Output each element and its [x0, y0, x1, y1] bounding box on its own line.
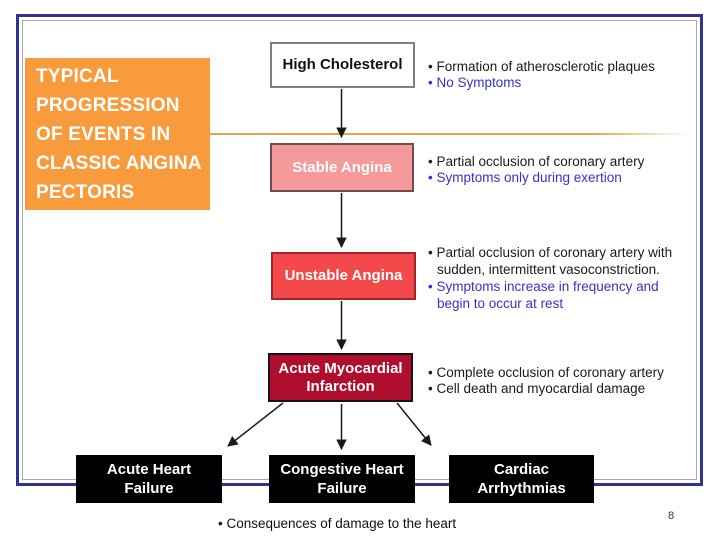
node-stable-angina: Stable Angina [270, 143, 414, 192]
title-line: CLASSIC ANGINA [36, 153, 202, 174]
outcome-cardiac-arrhythmias: Cardiac Arrhythmias [449, 455, 594, 503]
note-line: • Symptoms only during exertion [428, 170, 622, 185]
arrow-ami-to-acute-heart-failure [227, 402, 284, 447]
title-line: OF EVENTS IN [36, 124, 171, 145]
note-line: • Formation of atherosclerotic plaques [428, 59, 655, 74]
outcome-label-line: Congestive Heart [280, 461, 404, 478]
outcome-label-line: Failure [124, 480, 174, 497]
node-label: Stable Angina [292, 158, 392, 176]
title-line: TYPICAL [36, 66, 119, 87]
outcome-congestive-heart-failure: Congestive Heart Failure [269, 455, 415, 503]
outcome-label-line: Cardiac [493, 461, 550, 478]
outcome-label-line: Arrhythmias [477, 480, 566, 497]
node-unstable-angina: Unstable Angina [271, 252, 416, 300]
note-line: • Partial occlusion of coronary artery w… [428, 245, 673, 260]
note-line: • No Symptoms [428, 75, 522, 90]
title-divider-line [206, 133, 690, 135]
note-line: • Partial occlusion of coronary artery [428, 154, 645, 169]
note-line: • Symptoms increase in frequency and [428, 279, 659, 294]
node-label-line: Infarction [306, 377, 375, 395]
node-label: Unstable Angina [284, 267, 403, 284]
notes-acute-myocardial-infarction: • Complete occlusion of coronary artery … [428, 365, 664, 397]
notes-stable-angina: • Partial occlusion of coronary artery •… [428, 154, 644, 186]
note-line: • Cell death and myocardial damage [428, 381, 646, 396]
footer-note: • Consequences of damage to the heart [218, 516, 457, 531]
outcome-label-line: Failure [317, 480, 367, 497]
outcome-acute-heart-failure: Acute Heart Failure [76, 455, 222, 503]
note-line: begin to occur at rest [437, 296, 564, 311]
notes-unstable-angina: • Partial occlusion of coronary artery w… [428, 244, 672, 312]
node-label: High Cholesterol [282, 56, 403, 73]
title-line: PECTORIS [36, 182, 135, 203]
page-number: 8 [668, 510, 675, 522]
node-acute-myocardial-infarction: Acute Myocardial Infarction [268, 353, 413, 402]
title-line: PROGRESSION [36, 95, 180, 116]
slide-title-box: TYPICAL PROGRESSION OF EVENTS IN CLASSIC… [25, 58, 210, 210]
note-line: sudden, intermittent vasoconstriction. [437, 262, 660, 277]
node-high-cholesterol: High Cholesterol [270, 42, 415, 88]
outcome-label-line: Acute Heart [106, 461, 192, 478]
node-label-line: Acute Myocardial [278, 359, 403, 377]
notes-high-cholesterol: • Formation of atherosclerotic plaques •… [428, 59, 655, 91]
note-line: • Complete occlusion of coronary artery [428, 365, 664, 380]
arrow-ami-to-cardiac-arrhythmias [396, 402, 432, 446]
